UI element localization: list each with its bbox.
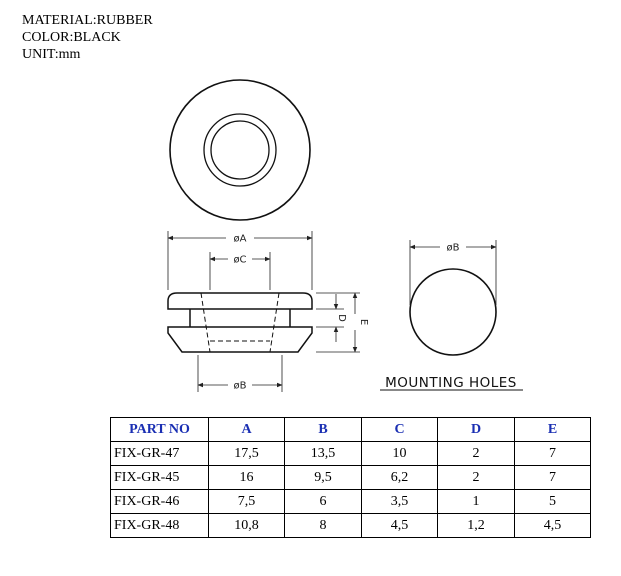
cell-e: 5 (514, 489, 591, 514)
header-c: C (361, 417, 438, 442)
cell-a: 10,8 (208, 513, 285, 538)
table-row: FIX-GR-47 17,5 13,5 10 2 7 (110, 441, 591, 466)
cell-d: 2 (437, 465, 515, 490)
mounting-hole-dimension-label: øB (447, 243, 460, 254)
cell-b: 9,5 (284, 465, 362, 490)
top-view-middle-circle (203, 113, 277, 187)
dimension-d (316, 294, 344, 342)
header-e: E (514, 417, 591, 442)
header-part-no: PART NO (110, 417, 209, 442)
dimension-a-label: øA (234, 234, 247, 245)
cell-e: 7 (514, 441, 591, 466)
cell-part-no: FIX-GR-45 (110, 465, 209, 490)
top-view-inner-circle (210, 120, 270, 180)
cell-a: 17,5 (208, 441, 285, 466)
cell-a: 7,5 (208, 489, 285, 514)
cell-b: 8 (284, 513, 362, 538)
cell-c: 10 (361, 441, 438, 466)
header-b: B (284, 417, 362, 442)
table-header-row: PART NO A B C D E (110, 417, 591, 442)
top-view-outer-circle (169, 79, 311, 221)
table-row: FIX-GR-45 16 9,5 6,2 2 7 (110, 465, 591, 490)
dimension-e (316, 292, 360, 353)
cell-a: 16 (208, 465, 285, 490)
dimension-e-label: E (358, 319, 369, 325)
material-label: MATERIAL:RUBBER (22, 13, 153, 28)
mounting-holes-title: MOUNTING HOLES (385, 375, 517, 391)
dimension-a (167, 231, 313, 290)
cell-e: 4,5 (514, 513, 591, 538)
header-d: D (437, 417, 515, 442)
side-view (167, 292, 313, 353)
dimension-c (209, 252, 271, 290)
cell-b: 6 (284, 489, 362, 514)
parts-table: PART NO A B C D E FIX-GR-47 17,5 13,5 10… (110, 417, 591, 538)
color-label: COLOR:BLACK (22, 30, 121, 45)
cell-c: 3,5 (361, 489, 438, 514)
cell-d: 1,2 (437, 513, 515, 538)
header-a: A (208, 417, 285, 442)
cell-part-no: FIX-GR-47 (110, 441, 209, 466)
table-row: FIX-GR-46 7,5 6 3,5 1 5 (110, 489, 591, 514)
dimension-c-label: øC (233, 255, 246, 266)
cell-part-no: FIX-GR-48 (110, 513, 209, 538)
grommet-drawing: øA øC øB D E øB MOUNTING HOLES (167, 79, 523, 392)
dimension-b-label: øB (234, 381, 247, 392)
cell-c: 4,5 (361, 513, 438, 538)
top-view (169, 79, 311, 221)
mounting-hole-dimension (409, 240, 497, 305)
cell-b: 13,5 (284, 441, 362, 466)
cell-c: 6,2 (361, 465, 438, 490)
cell-d: 2 (437, 441, 515, 466)
mounting-hole-circle (409, 268, 497, 356)
dimension-d-label: D (336, 314, 347, 322)
upper-flange (167, 292, 313, 310)
cell-part-no: FIX-GR-46 (110, 489, 209, 514)
unit-label: UNIT:mm (22, 47, 81, 62)
dimension-b (197, 355, 283, 392)
cell-e: 7 (514, 465, 591, 490)
lower-flange (167, 326, 313, 353)
cell-d: 1 (437, 489, 515, 514)
table-row: FIX-GR-48 10,8 8 4,5 1,2 4,5 (110, 513, 591, 538)
